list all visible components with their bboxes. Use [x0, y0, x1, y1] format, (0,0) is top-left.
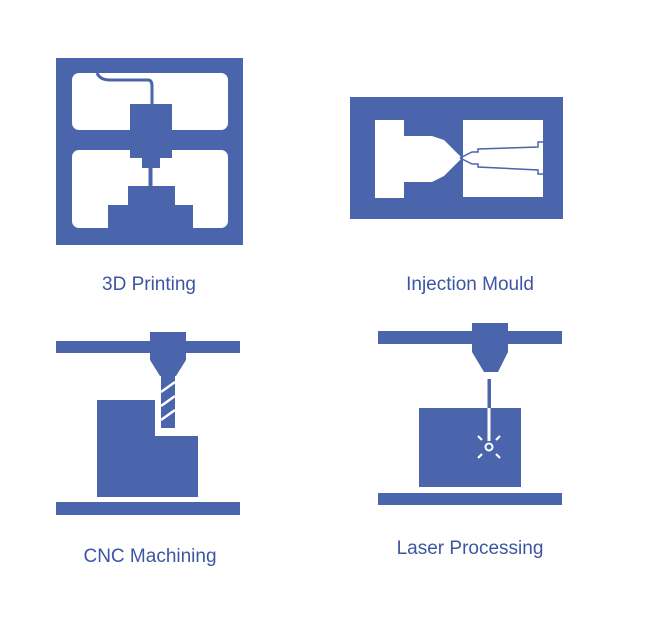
cnc-machine-icon	[56, 332, 240, 515]
laser-cutter-icon	[378, 323, 562, 505]
label-laser-processing: Laser Processing	[396, 538, 544, 559]
label-injection-mould: Injection Mould	[406, 274, 534, 295]
3d-printer-icon	[56, 58, 243, 245]
injection-mould-icon	[350, 97, 563, 219]
label-cnc-machining: CNC Machining	[83, 546, 217, 567]
label-3d-printing: 3D Printing	[102, 274, 196, 295]
